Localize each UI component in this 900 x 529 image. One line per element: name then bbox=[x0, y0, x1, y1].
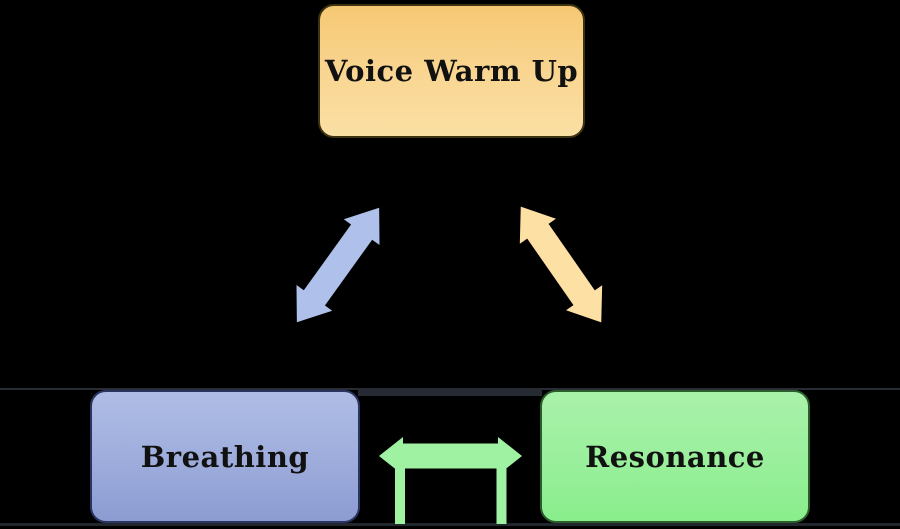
backdrop-band-middle bbox=[358, 388, 542, 396]
node-breathing-label: Breathing bbox=[140, 439, 310, 474]
node-resonance-label: Resonance bbox=[585, 439, 765, 474]
node-breathing: Breathing bbox=[90, 390, 360, 523]
node-voice-warm-up: Voice Warm Up bbox=[318, 4, 585, 138]
node-resonance: Resonance bbox=[540, 390, 810, 523]
green-arrow-right-leg bbox=[496, 467, 507, 524]
double-arrow-breathing-voice bbox=[296, 207, 380, 323]
double-arrow-breathing-resonance bbox=[379, 437, 522, 475]
green-arrow-left-leg bbox=[395, 467, 405, 524]
node-voice-warm-up-label: Voice Warm Up bbox=[324, 54, 579, 88]
double-arrow-voice-resonance bbox=[519, 206, 603, 323]
backdrop-line-bottom bbox=[0, 523, 900, 526]
